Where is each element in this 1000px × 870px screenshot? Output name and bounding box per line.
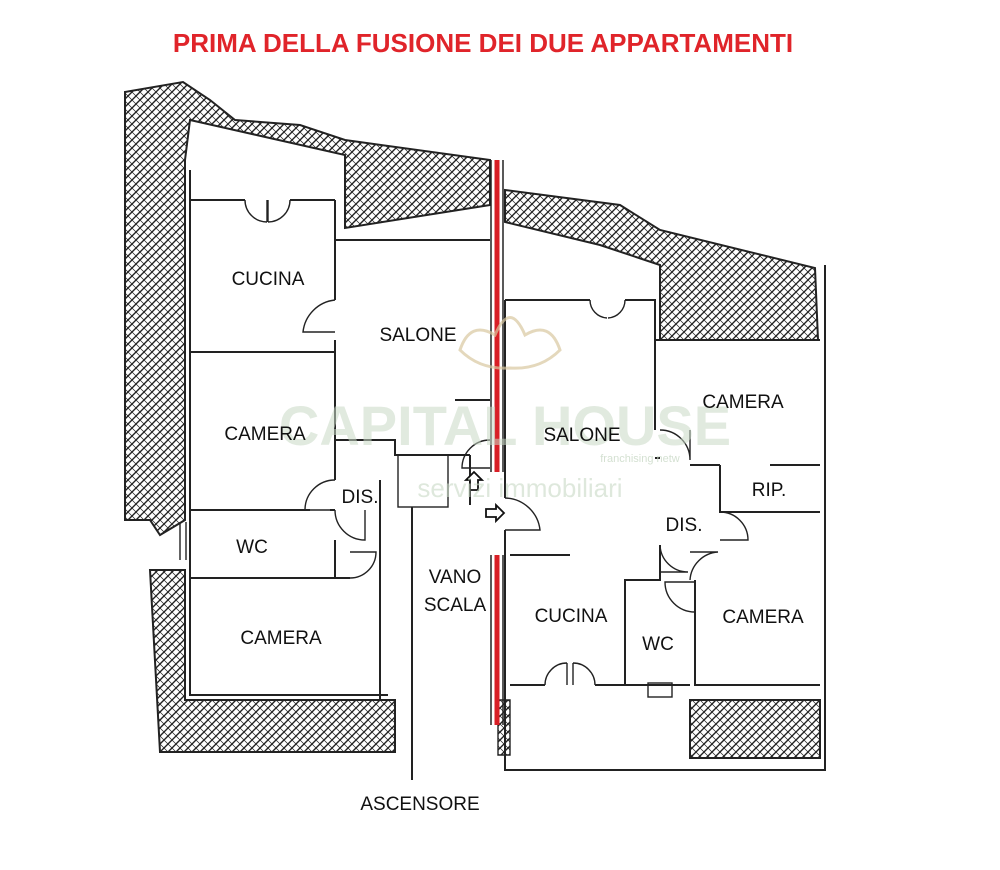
watermark-brand: CAPITAL HOUSE <box>279 394 731 457</box>
right-kitchen-label: CUCINA <box>535 606 608 627</box>
right-bedroom-1-label: CAMERA <box>702 392 784 413</box>
left-living-label: SALONE <box>379 325 456 346</box>
left-bedroom-1-label: CAMERA <box>224 424 306 445</box>
right-apartment-walls <box>504 265 826 771</box>
party-wall-highlight <box>490 160 504 725</box>
entrance-arrows <box>463 470 506 524</box>
arrow-right-icon <box>485 502 506 524</box>
right-hall-label: DIS. <box>666 515 703 536</box>
right-storage-label: RIP. <box>752 480 787 501</box>
crown-logo-icon <box>458 316 562 370</box>
left-doors <box>244 199 491 579</box>
left-hall-label: DIS. <box>342 487 379 508</box>
left-kitchen-label: CUCINA <box>232 269 305 290</box>
right-living-label: SALONE <box>543 425 620 446</box>
left-bedroom-2-label: CAMERA <box>240 628 322 649</box>
arrow-up-icon <box>463 470 485 491</box>
right-doors <box>504 299 749 686</box>
left-bathroom-label: WC <box>236 537 268 558</box>
exterior-walls <box>124 80 821 759</box>
right-bedroom-2-label: CAMERA <box>722 607 804 628</box>
stair-label-line2: SCALA <box>424 595 487 616</box>
watermark-tagline: franchising netw <box>600 453 680 465</box>
watermark-subtitle: servizi immobiliari <box>417 473 622 503</box>
right-bathroom-label: WC <box>642 634 674 655</box>
stair-label-line1: VANO <box>429 567 481 588</box>
elevator-label: ASCENSORE <box>360 794 479 815</box>
plan-title: PRIMA DELLA FUSIONE DEI DUE APPARTAMENTI <box>173 28 793 58</box>
capital-house-watermark: CAPITAL HOUSE franchising netw servizi i… <box>279 316 731 503</box>
